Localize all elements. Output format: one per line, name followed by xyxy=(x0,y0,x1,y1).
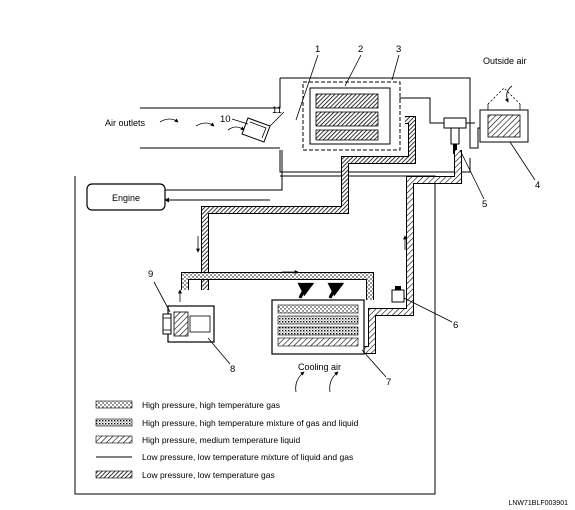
hot-air-arrows xyxy=(297,282,345,299)
legend-text-2: High pressure, medium temperature liquid xyxy=(142,435,301,445)
callout-10: 10 xyxy=(220,114,231,125)
legend-swatch-dots xyxy=(95,400,133,409)
engine-label: Engine xyxy=(112,193,140,203)
callout-7: 7 xyxy=(386,377,391,388)
cooling-air-arrows xyxy=(295,371,339,393)
air-outlets-label: Air outlets xyxy=(105,118,146,128)
condenser xyxy=(271,299,365,355)
air-duct-upper xyxy=(140,78,281,109)
hvac-housing xyxy=(279,77,485,173)
callout-9: 9 xyxy=(148,269,153,280)
legend-swatch-dense xyxy=(95,470,133,479)
callout-8: 8 xyxy=(230,364,235,375)
callout-4: 4 xyxy=(535,180,540,191)
callout-11: 11 xyxy=(272,105,282,116)
engine-compartment-outline xyxy=(74,175,436,495)
air-mix-door xyxy=(241,117,271,143)
engine-box xyxy=(86,183,166,211)
outside-air-label: Outside air xyxy=(483,56,527,66)
callout-1: 1 xyxy=(315,44,320,55)
suction-line xyxy=(201,116,416,290)
discharge-line xyxy=(181,272,374,300)
evaporator-core xyxy=(309,87,391,145)
legend-swatch-hatch xyxy=(95,435,133,444)
cooling-air-label: Cooling air xyxy=(298,362,341,372)
callout-3: 3 xyxy=(396,44,401,55)
figure-code: LNW71BLF003901 xyxy=(508,500,568,507)
pressure-switch xyxy=(391,286,405,303)
legend: High pressure, high temperature gas High… xyxy=(95,400,359,480)
evaporator-inlet-line xyxy=(399,97,444,124)
compressor xyxy=(162,305,215,343)
legend-text-4: Low pressure, low temperature gas xyxy=(142,470,275,480)
legend-swatch-mix xyxy=(95,418,133,427)
engine-coolant-line-upper xyxy=(160,150,283,193)
legend-text-1: High pressure, high temperature mixture … xyxy=(142,418,359,428)
outside-air-arrow xyxy=(504,85,513,103)
callout-2: 2 xyxy=(358,44,363,55)
expansion-valve xyxy=(443,117,467,154)
callout-6: 6 xyxy=(453,320,458,331)
legend-text-0: High pressure, high temperature gas xyxy=(142,400,280,410)
air-outlet-arrows xyxy=(159,118,245,131)
evaporator-case xyxy=(302,81,401,151)
blower-unit xyxy=(479,87,529,143)
legend-text-3: Low pressure, low temperature mixture of… xyxy=(142,452,353,462)
callout-5: 5 xyxy=(482,199,487,210)
